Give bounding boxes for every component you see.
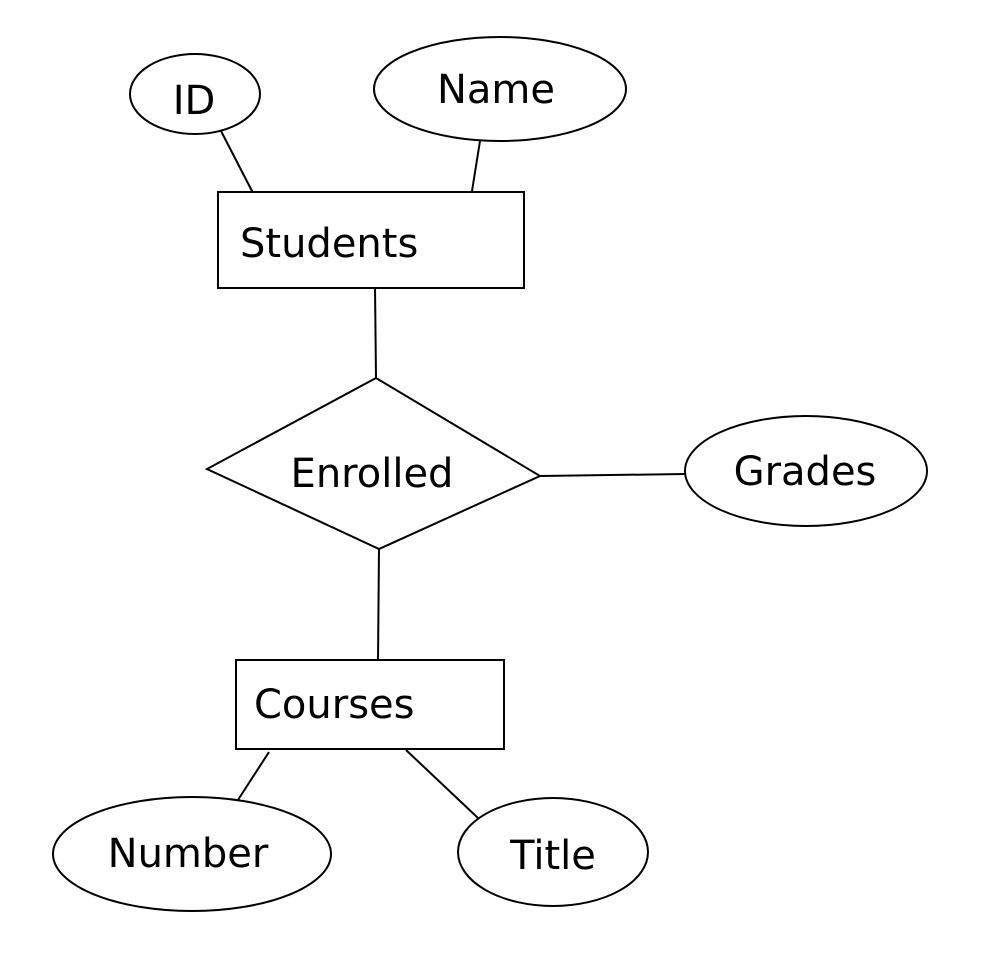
attribute-grades-label: Grades bbox=[734, 449, 877, 495]
attribute-number: Number bbox=[52, 796, 332, 912]
attribute-title: Title bbox=[457, 797, 649, 907]
connector-id-students bbox=[220, 130, 254, 194]
connector-courses-title bbox=[405, 749, 479, 819]
entity-students: Students bbox=[217, 191, 525, 289]
attribute-name-label: Name bbox=[437, 67, 555, 113]
attribute-grades-ellipse bbox=[684, 415, 928, 527]
entity-students-label: Students bbox=[240, 221, 418, 267]
attribute-number-label: Number bbox=[108, 831, 269, 877]
connector-name-students bbox=[471, 140, 481, 192]
relationship-enrolled-diamond bbox=[204, 376, 543, 551]
attribute-title-ellipse bbox=[457, 797, 649, 907]
attribute-number-ellipse bbox=[52, 796, 332, 912]
connector-students-enrolled bbox=[374, 286, 377, 379]
connectors bbox=[220, 130, 686, 819]
attribute-id-label: ID bbox=[173, 78, 216, 124]
connector-enrolled-courses bbox=[377, 548, 380, 662]
connector-courses-number bbox=[235, 751, 270, 804]
relationship-enrolled: Enrolled bbox=[204, 376, 543, 551]
attribute-id-ellipse bbox=[129, 53, 261, 135]
attribute-name: Name bbox=[373, 36, 627, 142]
attribute-grades: Grades bbox=[684, 415, 928, 527]
attribute-name-ellipse bbox=[373, 36, 627, 142]
entity-courses-label: Courses bbox=[254, 682, 415, 728]
relationship-enrolled-label: Enrolled bbox=[291, 451, 454, 497]
entity-courses: Courses bbox=[235, 659, 505, 750]
connector-enrolled-grades bbox=[539, 473, 686, 477]
attribute-title-label: Title bbox=[509, 833, 596, 879]
entity-courses-box bbox=[235, 659, 505, 750]
attribute-id: ID bbox=[129, 53, 261, 135]
entity-students-box bbox=[217, 191, 525, 289]
